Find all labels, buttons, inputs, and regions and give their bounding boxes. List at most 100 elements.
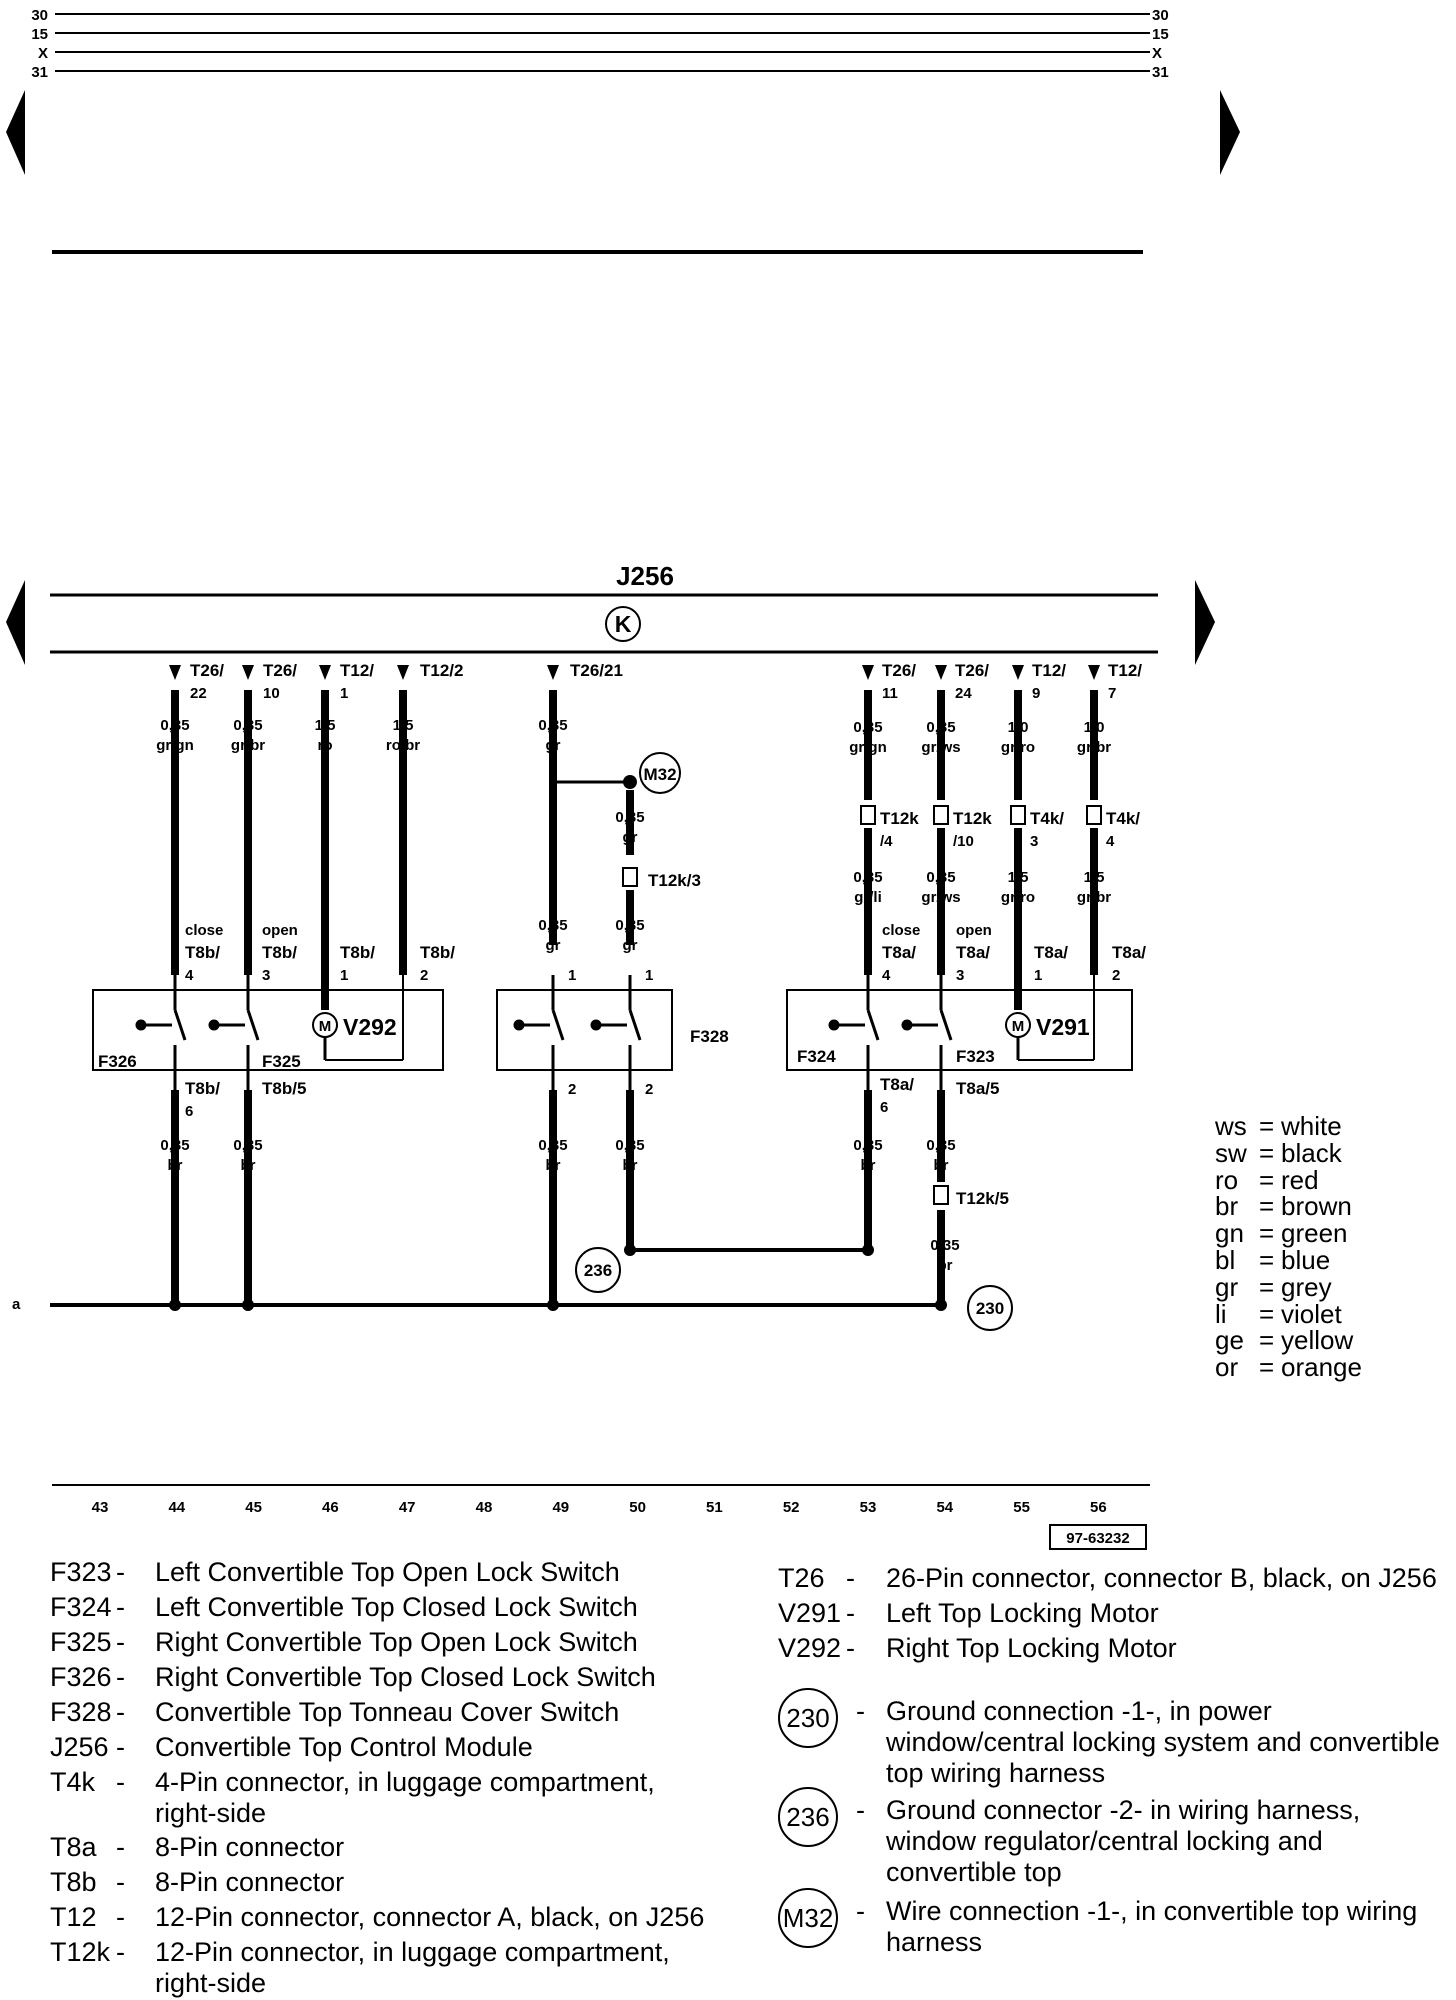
- pin-label: T8b/: [420, 943, 455, 962]
- component-label: V291: [1036, 1014, 1090, 1040]
- pin-label: 1: [1034, 967, 1042, 984]
- key-code: T8a: [50, 1832, 97, 1862]
- column-number: 51: [706, 1499, 723, 1516]
- component-label: V292: [343, 1014, 397, 1040]
- motor-symbol: M: [319, 1018, 332, 1035]
- wire-size: 0,35: [233, 717, 262, 734]
- plug-icon: [860, 805, 876, 825]
- key-dash: -: [116, 1867, 125, 1897]
- rail-label: X: [38, 45, 48, 62]
- legend-equals: =: [1259, 1352, 1275, 1383]
- key-dash: -: [116, 1662, 125, 1692]
- pin-label: 2: [420, 967, 428, 984]
- column-number: 43: [92, 1499, 109, 1516]
- column-number: 47: [399, 1499, 416, 1516]
- column-number: 49: [552, 1499, 569, 1516]
- wire-color: gr/gn: [849, 739, 887, 756]
- ground-230-label: 230: [976, 1299, 1004, 1318]
- legend-color-name: black: [1281, 1137, 1342, 1168]
- legend-equals: =: [1259, 1137, 1275, 1168]
- pin-label: T8a/: [1034, 943, 1068, 962]
- rail-label: 31: [1152, 64, 1169, 81]
- wire-color: gr/ro: [1001, 889, 1035, 906]
- pin-label: 9: [1032, 685, 1040, 702]
- wire-color: br: [938, 1257, 953, 1274]
- legend-item: sw=black: [1215, 1140, 1342, 1166]
- pin-label: 2: [645, 1081, 653, 1098]
- legend-color-name: yellow: [1281, 1325, 1354, 1356]
- rail-label: 31: [31, 64, 48, 81]
- power-rails: [52, 13, 1150, 254]
- key-dash: -: [116, 1832, 125, 1862]
- circled-code: 230: [778, 1688, 838, 1748]
- legend-item: or=orange: [1215, 1354, 1362, 1380]
- m32-junction: [623, 775, 637, 789]
- plug-icon: [1010, 805, 1026, 825]
- prev-page-arrow[interactable]: [6, 90, 25, 175]
- legend-abbr: ro: [1215, 1164, 1239, 1195]
- motor-v292: M: [312, 975, 404, 1061]
- wire-size: 1,5: [393, 717, 414, 734]
- key-description: 8-Pin connector: [155, 1832, 345, 1862]
- wire-size: 0,35: [853, 1137, 882, 1154]
- key-description: Convertible Top Control Module: [155, 1732, 533, 1762]
- ground-key: 230-Ground connection -1-, in power wind…: [778, 1688, 1448, 1976]
- wire-color: gr/br: [231, 737, 265, 754]
- legend-equals: =: [1259, 1218, 1275, 1249]
- pin-label: T8a/: [956, 943, 990, 962]
- key-code: T8b: [50, 1867, 97, 1897]
- wire-size: 0,35: [926, 719, 955, 736]
- wire-color: gr: [546, 737, 561, 754]
- legend-item: br=brown: [1215, 1193, 1352, 1219]
- next-section-arrow[interactable]: [1195, 580, 1215, 665]
- legend-abbr: li: [1215, 1298, 1227, 1329]
- left-switch-box: [92, 989, 444, 1071]
- module-symbol: K: [615, 611, 632, 637]
- pin-label: 2: [1112, 967, 1120, 984]
- key-dash: -: [116, 1732, 125, 1762]
- ground-236-label: 236: [584, 1261, 612, 1280]
- pin-label: 6: [185, 1103, 193, 1120]
- connector-label: 4: [1106, 833, 1115, 850]
- rail-label: 30: [1152, 7, 1169, 24]
- legend-equals: =: [1259, 1191, 1275, 1222]
- pin-label: T26/: [955, 661, 989, 680]
- key-dash: -: [116, 1767, 125, 1797]
- pin-label: T8b/: [340, 943, 375, 962]
- prev-section-arrow[interactable]: [6, 580, 25, 665]
- legend-color-name: white: [1281, 1111, 1342, 1141]
- wire-color: ro: [318, 737, 333, 754]
- key-dash: -: [116, 1697, 125, 1727]
- m32-branch: 0,35 gr T12k/3 0,35 gr 0,35 gr: [538, 809, 701, 954]
- pin-label: T26/: [190, 661, 224, 680]
- component-label: F326: [98, 1052, 137, 1071]
- plug-icon: [933, 1185, 949, 1205]
- wire-color: ro/br: [386, 737, 420, 754]
- key-description: 4-Pin connector, in luggage compartment,…: [155, 1767, 655, 1828]
- wire-size: 0,35: [853, 719, 882, 736]
- key-code: F325: [50, 1627, 112, 1657]
- pin-label: T26/: [882, 661, 916, 680]
- key-dash: -: [116, 1937, 125, 1967]
- wire-size: 0,35: [926, 869, 955, 886]
- key-code: T4k: [50, 1767, 96, 1797]
- wire-color: gr/ws: [921, 739, 960, 756]
- pin-label: 4: [882, 967, 891, 984]
- pin-label: T8a/: [882, 943, 916, 962]
- circled-code: 236: [778, 1787, 838, 1847]
- wire-size: 1,0: [1008, 719, 1029, 736]
- figure-id-box: [1049, 1524, 1147, 1550]
- key-description: Right Convertible Top Closed Lock Switch: [155, 1662, 656, 1692]
- wire-size: 1,5: [315, 717, 336, 734]
- legend-equals: =: [1259, 1164, 1275, 1195]
- wires-upper: [171, 690, 1098, 1010]
- column-number: 44: [168, 1499, 185, 1516]
- key-description: 8-Pin connector: [155, 1867, 345, 1897]
- plug-icon: [622, 867, 638, 887]
- pin-label: 1: [645, 967, 653, 984]
- component-label: F325: [262, 1052, 301, 1071]
- column-number: 53: [860, 1499, 877, 1516]
- f328-switch-box: [496, 989, 673, 1071]
- next-page-arrow[interactable]: [1220, 90, 1240, 175]
